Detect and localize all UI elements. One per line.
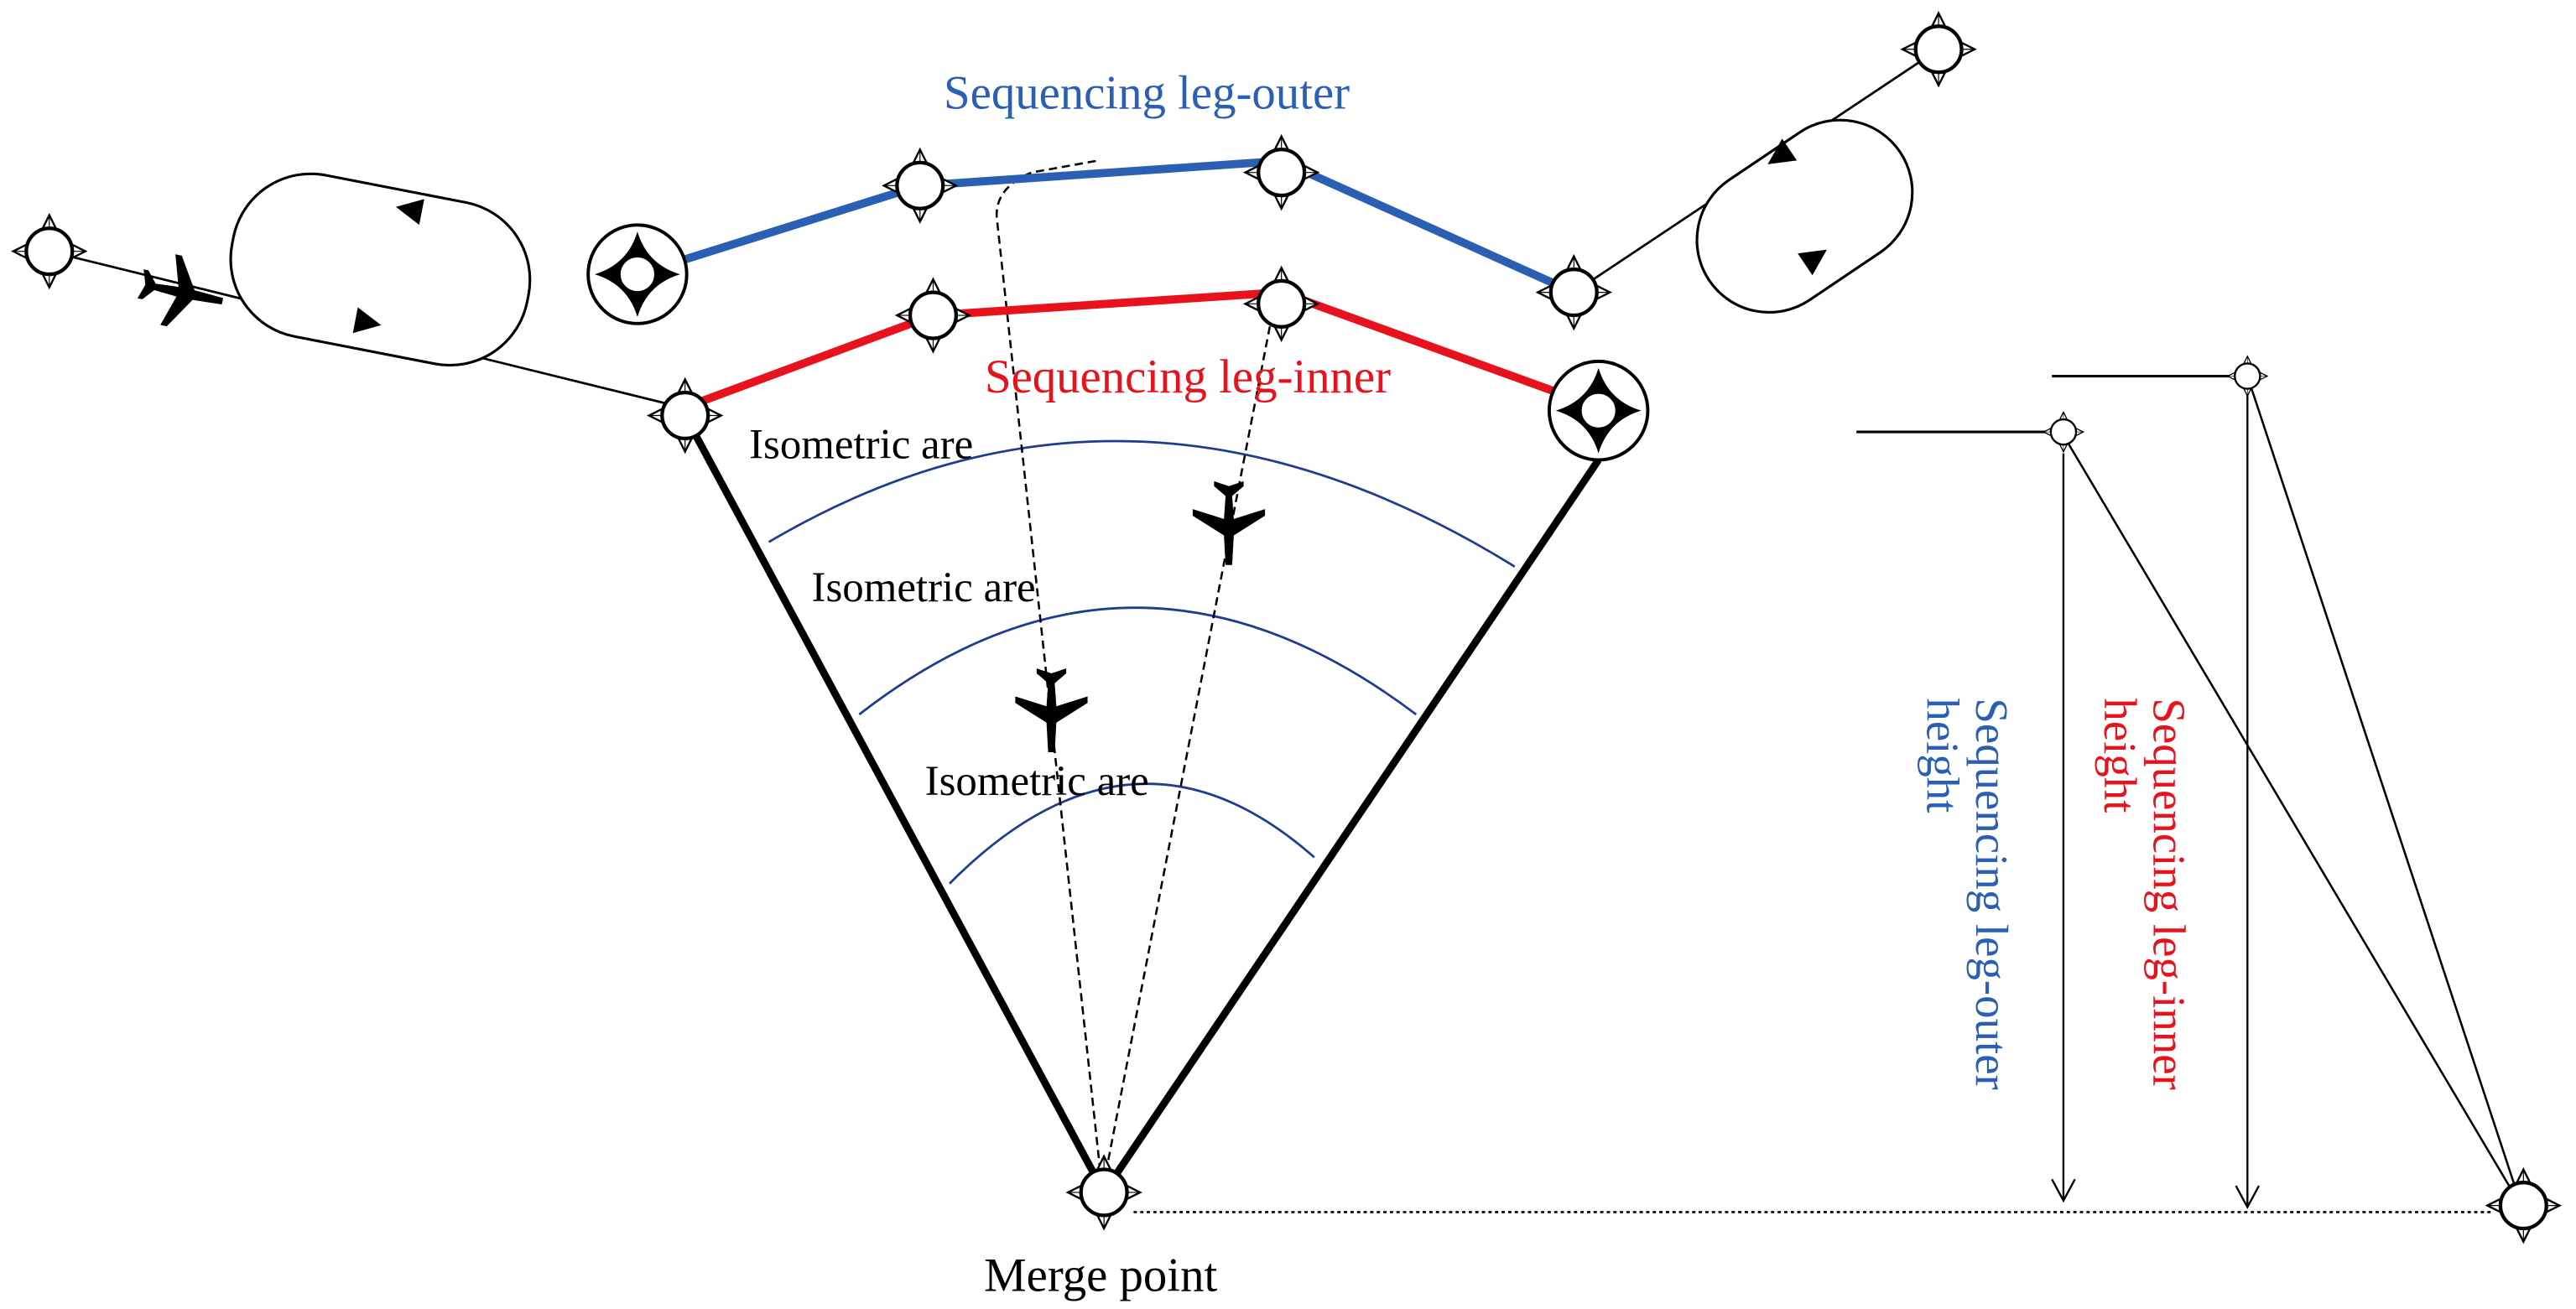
waypoint-icon (649, 379, 721, 451)
waypoint-icon (1246, 137, 1318, 209)
holding-pattern-icon (229, 172, 532, 367)
waypoint-icon (13, 216, 86, 288)
flyover-waypoint-icon (586, 223, 689, 325)
aircraft-icon (1015, 668, 1088, 753)
isometric-arc-label-2: Isometric are (812, 564, 1036, 611)
outer-leg-line (636, 156, 1576, 297)
direct-to-track (995, 159, 1104, 1192)
merge-leg-left (681, 413, 1108, 1195)
inner-descent-line (2246, 376, 2523, 1208)
inner-leg-line (684, 288, 1600, 412)
west-entry (13, 172, 683, 409)
outer-height-label-line2: height (1917, 698, 1968, 813)
outer-leg-label: Sequencing leg-outer (944, 66, 1350, 119)
east-entry (1573, 13, 1975, 314)
waypoint-icon (2226, 355, 2269, 397)
waypoint-icon (897, 279, 969, 351)
inner-height-label-line1: Sequencing leg-inner (2144, 698, 2195, 1089)
waypoint-icon (1902, 13, 1975, 86)
inner-height-label-line2: height (2095, 698, 2146, 813)
aircraft-icon (1192, 480, 1266, 565)
flyover-waypoint-icon (1547, 359, 1650, 462)
merge-point-label: Merge point (984, 1249, 1217, 1301)
direct-to-track (1101, 300, 1277, 1192)
isometric-arc-label-3: Isometric are (925, 758, 1149, 805)
outer-descent-line (2062, 434, 2523, 1208)
inner-height-label: Sequencing leg-inner height (2095, 698, 2195, 1089)
waypoint-icon (1068, 1156, 1140, 1228)
sequencing-leg-outer (636, 156, 1576, 297)
holding-pattern-icon (1695, 118, 1914, 314)
waypoint-icon (1538, 257, 1610, 329)
waypoint-icon (2043, 411, 2084, 453)
vertical-profile (1133, 355, 2559, 1242)
merge-legs (681, 413, 1602, 1195)
isometric-arc (858, 606, 1418, 716)
waypoint-icon (884, 149, 956, 221)
outer-height-arrowhead (2051, 1178, 2076, 1203)
isometric-arcs (768, 439, 1516, 885)
merge-leg-right (1101, 457, 1602, 1195)
waypoint-icon (1246, 268, 1318, 340)
sequencing-leg-inner (684, 288, 1600, 412)
isometric-arc-label-1: Isometric are (749, 421, 973, 468)
waypoint-icon (2487, 1170, 2559, 1242)
isometric-arc (949, 782, 1315, 885)
inner-leg-label: Sequencing leg-inner (985, 351, 1391, 403)
inner-height-arrowhead (2235, 1185, 2261, 1210)
direct-to-tracks (995, 159, 1277, 1192)
outer-height-label: Sequencing leg-outer height (1917, 698, 2017, 1089)
outer-height-label-line1: Sequencing leg-outer (1966, 698, 2017, 1089)
isometric-arc (768, 439, 1516, 568)
